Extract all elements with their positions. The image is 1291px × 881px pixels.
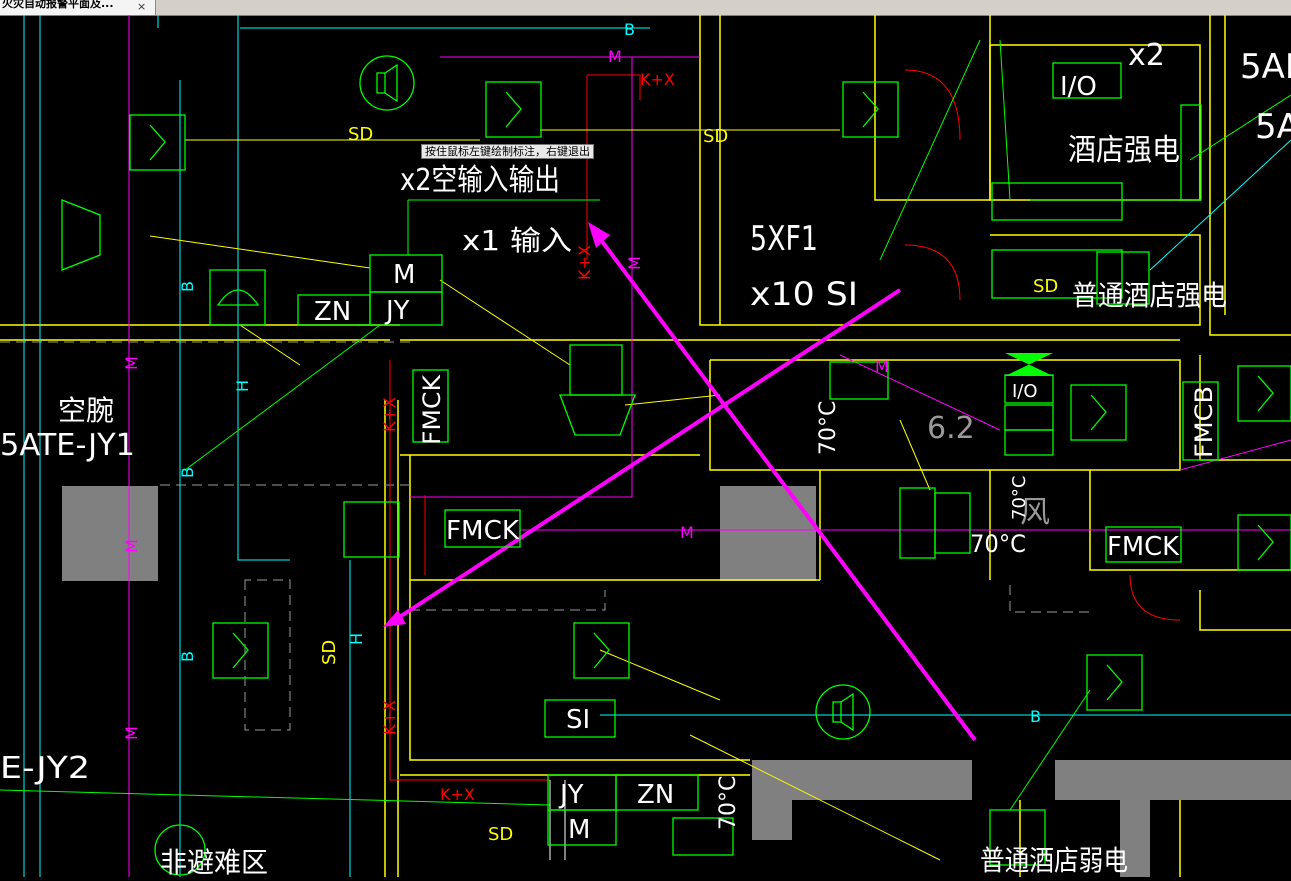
m-label-wire-3: M <box>875 357 889 376</box>
b-label-2: B <box>1030 707 1041 726</box>
sd-label-4: SD <box>488 824 513 845</box>
magenta-lines <box>128 15 1291 877</box>
ate-jy1-label: 5ATE-JY1 <box>0 428 135 463</box>
valve-icon <box>1005 353 1053 376</box>
5al-label: 5AL <box>1240 47 1291 87</box>
green-lines <box>0 39 1291 811</box>
feng-label: 风 <box>1020 495 1050 530</box>
close-icon[interactable]: × <box>137 0 147 13</box>
hotel-weak-label: 普通酒店弱电 <box>980 844 1128 877</box>
m-label-wire-5: M <box>122 539 141 553</box>
cyan-lines <box>23 15 1291 877</box>
column-block <box>720 486 816 581</box>
val62-label: 6.2 <box>927 411 975 446</box>
m-label-2: M <box>568 815 590 845</box>
deg70-label: 70°C <box>970 530 1026 558</box>
arrow-head <box>383 610 406 627</box>
m-label-wire-2: M <box>680 523 694 542</box>
red-labels: K+X K+X K+X K+X K+X <box>380 70 675 804</box>
kx-label-3: K+X <box>380 397 399 432</box>
refuge-label: 非避难区 <box>160 846 268 877</box>
b-label-5: B <box>178 651 197 662</box>
shaft-block <box>1120 760 1150 877</box>
tab-title: 火灾自动报警平面及... <box>2 0 114 10</box>
kx-label: K+X <box>640 70 675 89</box>
cyan-labels: B B B B B H H <box>178 20 1041 726</box>
si-label: SI <box>566 705 590 735</box>
b-label: B <box>624 20 635 39</box>
misc-lines <box>549 780 566 860</box>
h-label: H <box>233 380 252 392</box>
sd-label-3: SD <box>1033 276 1058 297</box>
tab-bar: 火灾自动报警平面及... × <box>0 0 1291 16</box>
xf-label: 5XF1 <box>750 219 818 259</box>
document-tab[interactable]: 火灾自动报警平面及... × <box>0 0 156 15</box>
te-jy2-label: E-JY2 <box>0 751 90 786</box>
5a-label: 5A <box>1255 107 1291 147</box>
column-block <box>62 486 158 581</box>
io-label: I/O <box>1060 72 1097 102</box>
fmck-vertical-label: FMCK <box>418 374 446 445</box>
fmck-label-2: FMCK <box>1107 532 1180 562</box>
m-label-wire-6: M <box>122 726 141 740</box>
input-label: x1 输入 <box>462 224 572 257</box>
device-symbols <box>61 55 1291 876</box>
b-label-4: B <box>178 467 197 478</box>
sd-label: SD <box>348 124 373 145</box>
sd-label-2: SD <box>703 126 728 147</box>
air-io-label: x2空输入输出 <box>400 163 560 198</box>
kx-label-2: K+X <box>440 785 475 804</box>
arrow-head <box>588 222 610 248</box>
dashed-lines <box>0 341 1090 731</box>
zn-label: ZN <box>314 297 351 327</box>
b-label-3: B <box>178 281 197 292</box>
x2-label: x2 <box>1128 38 1165 73</box>
fmck-label: FMCK <box>446 516 520 546</box>
rotated-text-group: FMCK FMCB 70°C 70°C 70°C <box>418 374 1218 830</box>
m-label-wire-4: M <box>122 356 141 370</box>
jy-label: JY <box>384 296 410 326</box>
kongtiao-label: 空腕 <box>58 394 114 427</box>
sd-label-5: SD <box>319 640 340 665</box>
deg70-vertical-3: 70°C <box>1009 476 1030 520</box>
shaft-block <box>752 760 792 840</box>
zn-label-2: ZN <box>637 780 674 810</box>
si-count-label: x10 SI <box>750 275 858 313</box>
m-label-wire-7: M <box>625 256 644 270</box>
cursor-tooltip: 按住鼠标左键绘制标注，右键退出 <box>421 144 594 159</box>
deg70-vertical-2: 70°C <box>716 776 741 830</box>
magenta-labels: M M M M M M M <box>122 47 889 740</box>
walls <box>0 15 1291 877</box>
deg70-vertical: 70°C <box>816 401 841 455</box>
hotel-power2-label: 普通酒店强电 <box>1072 279 1227 312</box>
m-label-wire: M <box>608 47 622 66</box>
m-label: M <box>393 260 415 290</box>
sd-labels: SD SD SD SD SD <box>319 124 1058 845</box>
fmcb-vertical-label: FMCB <box>1190 386 1218 458</box>
connector-lines <box>149 129 941 861</box>
hotel-power-label: 酒店强电 <box>1068 133 1180 168</box>
kx-label-5: K+X <box>575 245 594 280</box>
annotation-arrows <box>393 230 977 742</box>
kx-label-4: K+X <box>380 700 399 735</box>
white-text-group: x2空输入输出 x1 输入 5XF1 x10 SI I/O x2 5AL 5A … <box>0 38 1291 879</box>
io2-label: I/O <box>1012 381 1038 402</box>
cad-drawing-canvas[interactable]: x2空输入输出 x1 输入 5XF1 x10 SI I/O x2 5AL 5A … <box>0 15 1291 879</box>
red-lines <box>389 69 1181 781</box>
shaft-block <box>1055 760 1291 800</box>
jy-label-2: JY <box>558 780 584 810</box>
h-label-2: H <box>347 633 366 645</box>
